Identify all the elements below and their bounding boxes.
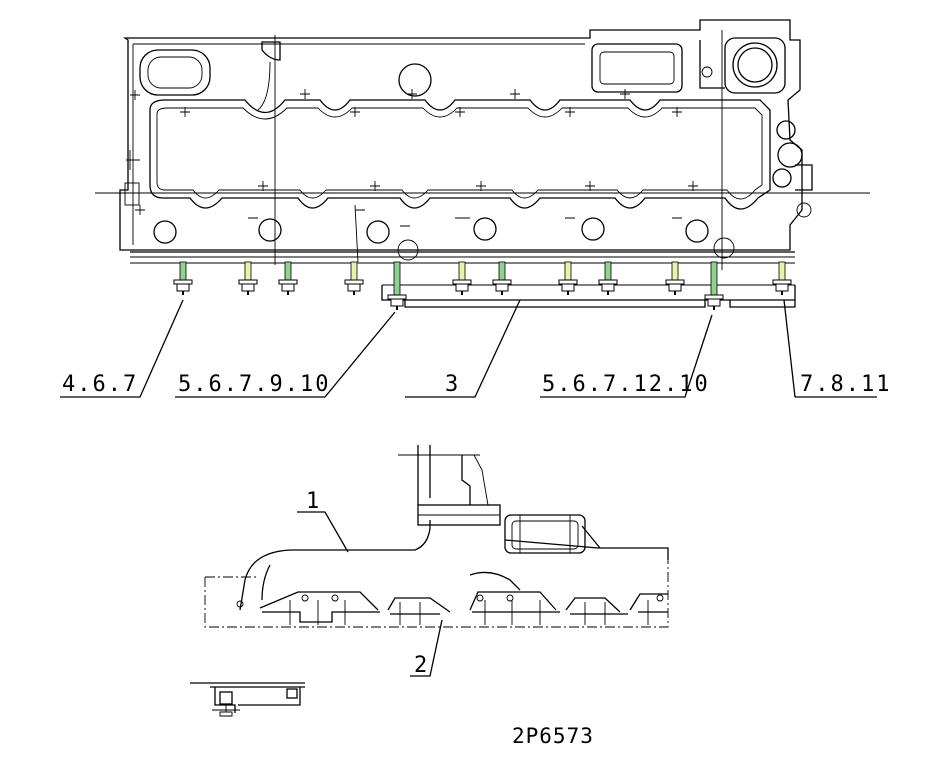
bottom-callouts: 1 2 (297, 489, 443, 678)
bolt (452, 261, 472, 295)
bolt (238, 261, 258, 295)
callout-label-2: 2 (414, 653, 429, 678)
drawing-code: 2P6573 (512, 724, 594, 748)
bolt (492, 261, 512, 295)
bolt (344, 261, 364, 295)
top-leader-lines (60, 299, 877, 398)
top-callouts: 4.6.7 5.6.7.9.10 3 5.6.7.12.10 7.8.11 (62, 372, 891, 397)
bolt-row (173, 261, 792, 310)
bolt (278, 261, 298, 295)
bolt (704, 261, 724, 310)
callout-label-7-8-11: 7.8.11 (800, 372, 891, 397)
manifold-rail (130, 251, 796, 308)
exhaust-manifold-view (204, 445, 669, 628)
callout-label-3: 3 (445, 372, 460, 397)
bolt (173, 261, 193, 295)
bolt (772, 261, 792, 295)
bolt (598, 261, 618, 295)
bolt (387, 261, 407, 310)
bolt (665, 261, 685, 295)
cylinder-head-view (95, 19, 870, 270)
callout-label-5-6-7-9-10: 5.6.7.9.10 (178, 372, 330, 397)
callout-label-1: 1 (306, 489, 321, 514)
bolt-detail-view (190, 682, 305, 717)
bolt (558, 261, 578, 295)
callout-label-5-6-7-12-10: 5.6.7.12.10 (542, 372, 710, 397)
callout-label-4-6-7: 4.6.7 (62, 372, 138, 397)
